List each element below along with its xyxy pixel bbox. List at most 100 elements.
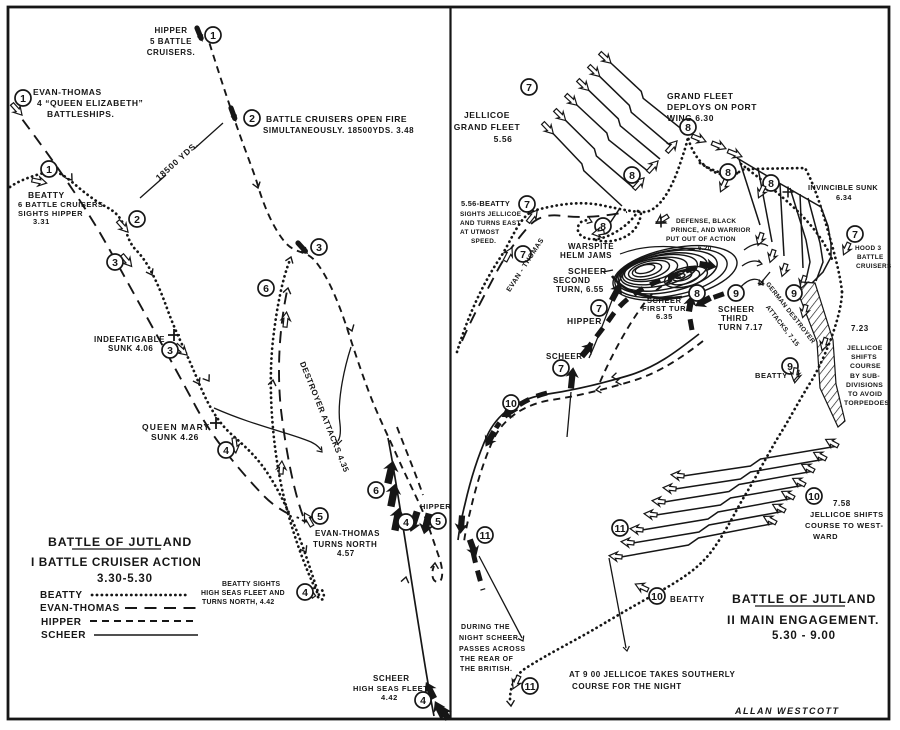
svg-text:8: 8 <box>600 221 606 233</box>
svg-text:11: 11 <box>524 681 535 693</box>
svg-text:DIVISIONS: DIVISIONS <box>846 382 883 389</box>
svg-text:8: 8 <box>725 167 731 179</box>
svg-text:JELLICOE: JELLICOE <box>464 110 510 120</box>
svg-text:SCHEER: SCHEER <box>373 674 410 683</box>
svg-text:QUEEN MARY: QUEEN MARY <box>142 422 210 432</box>
svg-text:WING 6.30: WING 6.30 <box>667 113 714 123</box>
svg-text:5.56: 5.56 <box>494 134 513 144</box>
svg-text:7.23: 7.23 <box>851 324 869 333</box>
svg-text:INVINCIBLE SUNK: INVINCIBLE SUNK <box>808 183 878 192</box>
svg-text:HIGH SEAS FLEET: HIGH SEAS FLEET <box>353 684 428 693</box>
svg-text:HIGH SEAS FLEET AND: HIGH SEAS FLEET AND <box>201 590 285 597</box>
svg-text:DURING THE: DURING THE <box>461 624 510 631</box>
svg-text:10: 10 <box>651 591 663 603</box>
svg-text:5.56-BEATTY: 5.56-BEATTY <box>461 199 510 208</box>
svg-text:BEATTY: BEATTY <box>28 190 65 200</box>
svg-text:ALLAN WESTCOTT: ALLAN WESTCOTT <box>734 706 840 716</box>
svg-text:4: 4 <box>403 517 409 529</box>
svg-text:TURN 7.17: TURN 7.17 <box>718 323 763 332</box>
svg-text:7: 7 <box>526 82 532 94</box>
svg-text:EVAN-THOMAS: EVAN-THOMAS <box>40 603 120 614</box>
svg-text:JELLICOE SHIFTS: JELLICOE SHIFTS <box>810 510 884 519</box>
svg-text:6: 6 <box>263 283 269 295</box>
svg-text:SIGHTS HIPPER: SIGHTS HIPPER <box>18 209 83 218</box>
svg-text:4: 4 <box>420 695 426 707</box>
svg-text:THE REAR OF: THE REAR OF <box>460 656 514 663</box>
svg-text:SUNK 4.26: SUNK 4.26 <box>151 432 199 442</box>
svg-text:BY SUB-: BY SUB- <box>850 373 880 380</box>
svg-text:5: 5 <box>435 516 441 528</box>
svg-text:7: 7 <box>852 229 858 241</box>
svg-text:6.35: 6.35 <box>656 312 673 321</box>
svg-text:AND TURNS EAST: AND TURNS EAST <box>460 220 521 227</box>
svg-text:9: 9 <box>787 361 793 373</box>
svg-text:8: 8 <box>629 170 635 182</box>
svg-text:HIPPER: HIPPER <box>420 502 451 511</box>
svg-text:AT UTMOST: AT UTMOST <box>460 229 500 236</box>
svg-text:11: 11 <box>479 530 490 542</box>
svg-text:3: 3 <box>167 345 173 357</box>
svg-text:CRUISERS: CRUISERS <box>856 263 892 270</box>
svg-text:EVAN-THOMAS: EVAN-THOMAS <box>33 87 102 97</box>
svg-text:BEATTY: BEATTY <box>755 371 788 380</box>
svg-text:BATTLE: BATTLE <box>857 254 884 261</box>
svg-text:DEPLOYS ON PORT: DEPLOYS ON PORT <box>667 102 757 112</box>
svg-text:3: 3 <box>316 242 322 254</box>
svg-text:BEATTY: BEATTY <box>670 595 705 604</box>
svg-text:11: 11 <box>614 523 625 535</box>
svg-text:6.34: 6.34 <box>836 193 852 202</box>
svg-text:NIGHT SCHEER: NIGHT SCHEER <box>459 635 519 642</box>
svg-text:6: 6 <box>373 485 379 497</box>
svg-text:1: 1 <box>46 164 52 176</box>
svg-text:7: 7 <box>558 363 564 375</box>
svg-text:SIMULTANEOUSLY. 18500YDS. 3.48: SIMULTANEOUSLY. 18500YDS. 3.48 <box>263 126 414 135</box>
svg-text:8: 8 <box>694 288 700 300</box>
svg-text:HELM JAMS: HELM JAMS <box>560 251 612 260</box>
svg-text:SIGHTS JELLICOE: SIGHTS JELLICOE <box>460 211 522 218</box>
svg-text:SECOND: SECOND <box>553 276 591 285</box>
svg-text:SHIFTS: SHIFTS <box>851 354 877 361</box>
svg-text:4: 4 <box>302 587 308 599</box>
svg-text:8: 8 <box>768 178 774 190</box>
svg-text:DEFENSE, BLACK: DEFENSE, BLACK <box>676 218 736 225</box>
svg-text:COURSE FOR THE NIGHT: COURSE FOR THE NIGHT <box>572 682 682 691</box>
svg-text:EVAN-THOMAS: EVAN-THOMAS <box>315 529 380 538</box>
svg-text:COURSE TO WEST-: COURSE TO WEST- <box>805 521 884 530</box>
svg-text:THIRD: THIRD <box>721 314 748 323</box>
svg-text:WARD: WARD <box>813 532 838 541</box>
svg-text:GRAND FLEET: GRAND FLEET <box>667 91 734 101</box>
svg-text:HIPPER: HIPPER <box>154 26 187 35</box>
svg-text:BATTLE OF JUTLAND: BATTLE OF JUTLAND <box>48 535 192 549</box>
svg-text:10: 10 <box>505 398 517 410</box>
svg-text:PASSES ACROSS: PASSES ACROSS <box>459 646 526 653</box>
svg-text:GRAND FLEET: GRAND FLEET <box>454 122 521 132</box>
svg-text:SUNK 4.06: SUNK 4.06 <box>108 344 153 353</box>
svg-text:SCHEER: SCHEER <box>546 352 583 361</box>
svg-text:THE BRITISH.: THE BRITISH. <box>460 666 513 673</box>
svg-text:SPEED.: SPEED. <box>471 238 496 245</box>
svg-text:4.42: 4.42 <box>381 693 398 702</box>
svg-text:5.30 - 9.00: 5.30 - 9.00 <box>772 630 836 642</box>
svg-text:1: 1 <box>210 30 216 42</box>
svg-text:TURNS NORTH: TURNS NORTH <box>313 540 377 549</box>
svg-text:3.30-5.30: 3.30-5.30 <box>97 573 153 585</box>
svg-text:SCHEER: SCHEER <box>647 296 682 305</box>
svg-text:TURN, 6.55: TURN, 6.55 <box>556 285 604 294</box>
svg-text:WARSPITE: WARSPITE <box>568 242 614 251</box>
svg-text:2: 2 <box>249 113 255 125</box>
svg-text:7: 7 <box>520 249 526 261</box>
svg-text:SCHEER: SCHEER <box>718 305 755 314</box>
svg-text:FIRST TURN: FIRST TURN <box>642 304 692 313</box>
svg-text:PRINCE, AND WARRIOR: PRINCE, AND WARRIOR <box>671 227 751 234</box>
svg-text:10: 10 <box>808 491 820 503</box>
svg-text:BATTLESHIPS.: BATTLESHIPS. <box>47 109 114 119</box>
svg-text:BATTLE OF JUTLAND: BATTLE OF JUTLAND <box>732 592 876 606</box>
svg-text:9: 9 <box>791 288 797 300</box>
svg-text:7: 7 <box>596 303 602 315</box>
svg-text:BATTLE CRUISERS OPEN FIRE: BATTLE CRUISERS OPEN FIRE <box>266 114 407 124</box>
svg-text:7.58: 7.58 <box>833 499 851 508</box>
svg-text:TORPEDOES: TORPEDOES <box>844 400 889 407</box>
svg-text:3.31: 3.31 <box>33 217 50 226</box>
svg-text:3: 3 <box>112 257 118 269</box>
svg-text:BEATTY: BEATTY <box>40 590 83 601</box>
